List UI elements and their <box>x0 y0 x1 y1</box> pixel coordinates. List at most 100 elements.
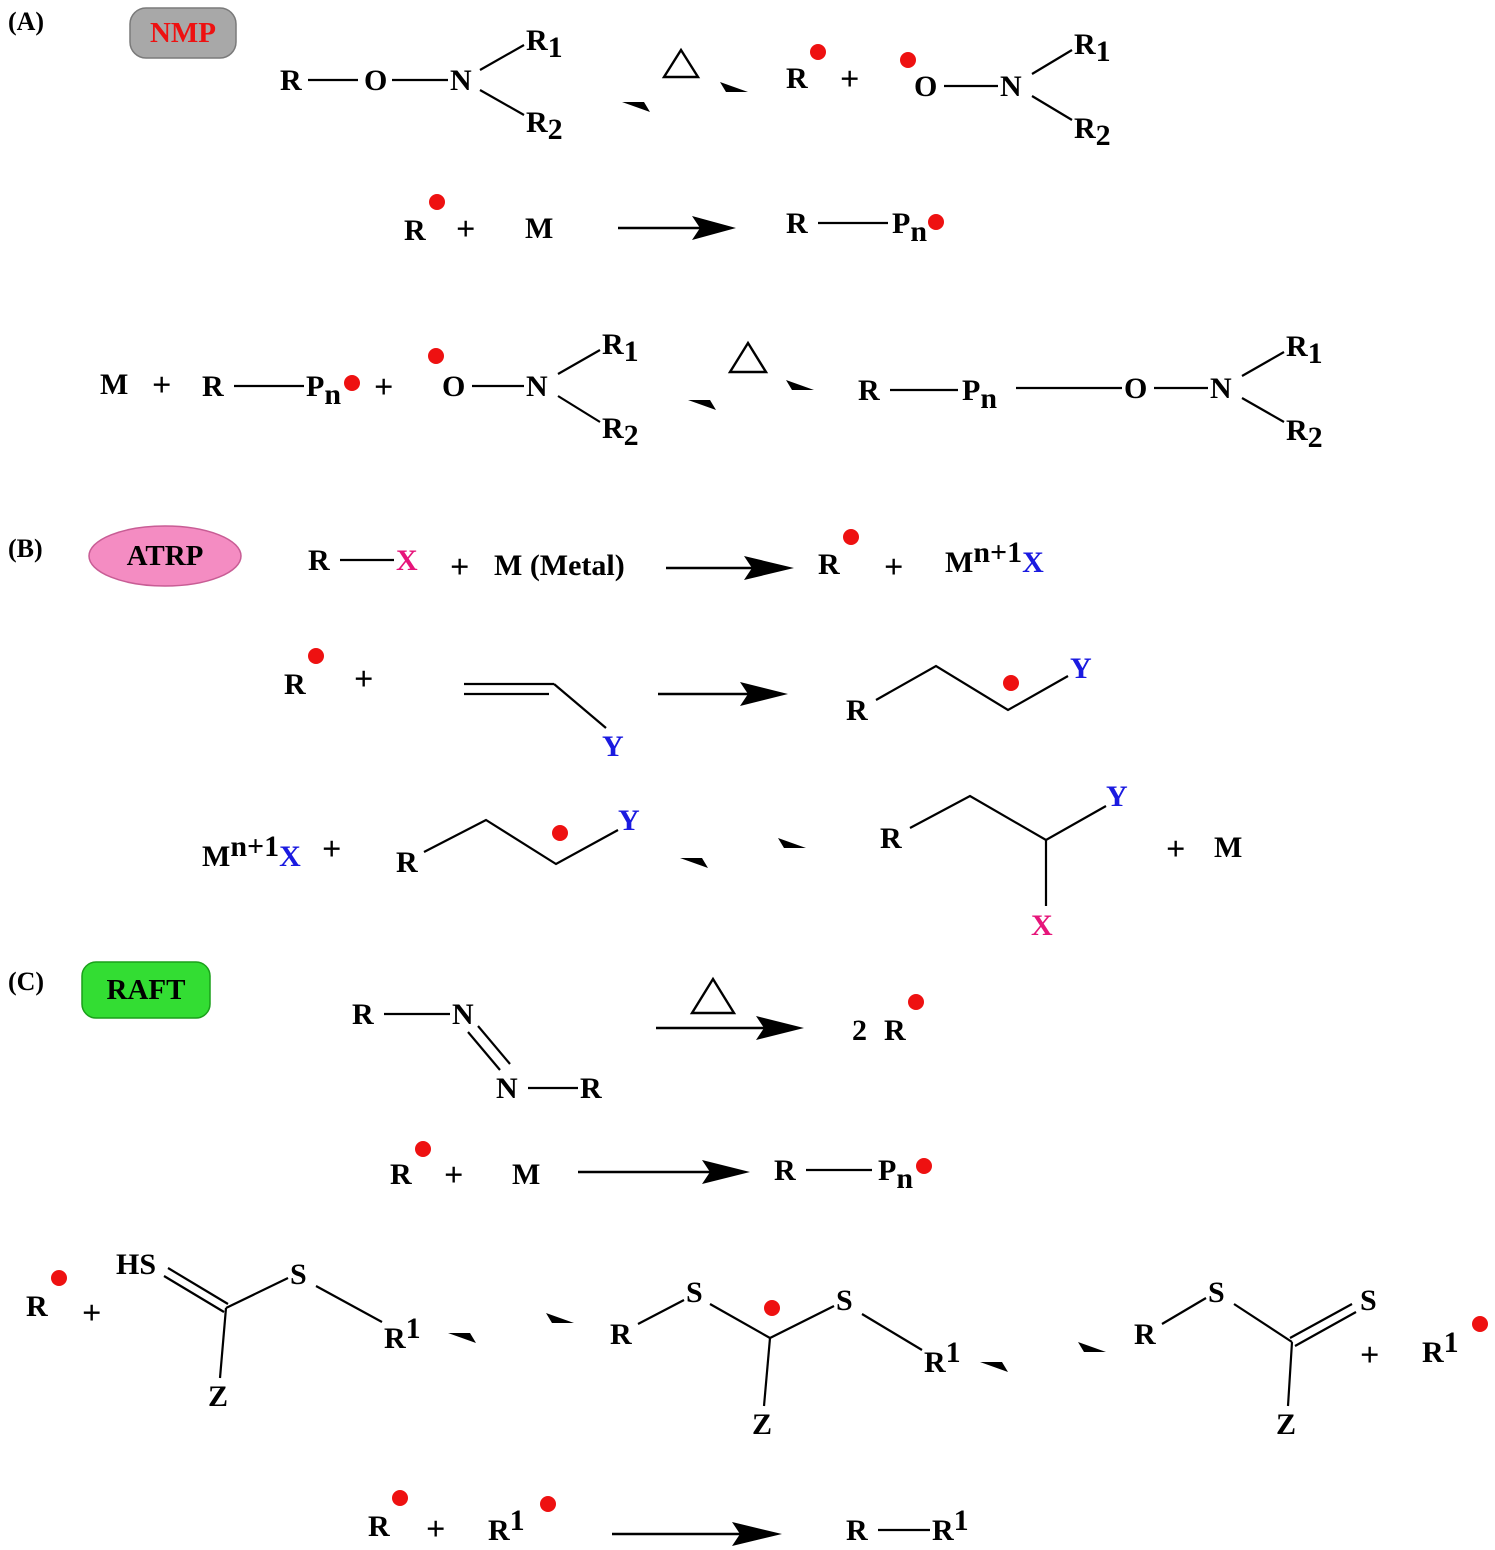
bond <box>909 794 1107 842</box>
nmp-badge <box>129 7 237 59</box>
atom-r2: R2 <box>526 106 563 146</box>
atom-n: N <box>526 370 548 403</box>
atom-x: X <box>396 544 418 577</box>
atom-pn: Pn <box>962 374 997 415</box>
atom-r1: R1 <box>1422 1326 1459 1369</box>
bond <box>225 1277 289 1309</box>
plus-sign: + <box>1360 1337 1379 1374</box>
plus-sign: + <box>322 831 341 868</box>
radical-dot-icon <box>344 375 360 391</box>
atom-s: S <box>836 1284 853 1317</box>
metal-oxidized: Mn+1X <box>945 536 1044 579</box>
nmp-badge-label: NMP <box>150 17 216 49</box>
atom-s: S <box>686 1276 703 1309</box>
atom-r1: R1 <box>384 1312 421 1355</box>
atom-z: Z <box>1276 1408 1296 1441</box>
atrp-badge-label: ATRP <box>127 540 204 572</box>
atom-r1: R1 <box>526 24 563 64</box>
raft-equation-4: R + R1 R R1 <box>368 1490 969 1548</box>
bond <box>1286 1341 1294 1407</box>
atom-m: M <box>525 212 553 245</box>
atrp-equation-3: Mn+1X + R Y R Y X + M <box>202 780 1242 942</box>
atom-r: R <box>352 998 374 1031</box>
atom-z: Z <box>208 1380 228 1413</box>
bond <box>557 395 601 423</box>
atom-r: R <box>846 1514 868 1547</box>
heat-icon <box>689 976 737 1015</box>
bond <box>479 89 525 116</box>
plus-sign: + <box>840 61 859 98</box>
radical-dot-icon <box>900 52 916 68</box>
atom-r: R <box>26 1290 48 1323</box>
atom-s: S <box>1360 1284 1377 1317</box>
bond <box>861 1313 923 1351</box>
atom-n: N <box>1000 70 1022 103</box>
radical-dot-icon <box>908 994 924 1010</box>
bond <box>875 664 1069 712</box>
atom-r: R <box>884 1014 906 1047</box>
bond <box>1031 95 1073 121</box>
atom-y: Y <box>1106 780 1128 813</box>
atom-y: Y <box>1070 652 1092 685</box>
radical-dot-icon <box>843 529 859 545</box>
radical-dot-icon <box>428 348 444 364</box>
plus-sign: + <box>374 369 393 406</box>
atom-n: N <box>1210 372 1232 405</box>
atrp-badge <box>88 525 242 587</box>
atom-pn: Pn <box>892 207 927 248</box>
radical-dot-icon <box>51 1270 67 1286</box>
atom-r: R <box>308 544 330 577</box>
radical-dot-icon <box>1003 675 1019 691</box>
plus-sign: + <box>152 367 171 404</box>
radical-dot-icon <box>916 1158 932 1174</box>
radical-dot-icon <box>415 1141 431 1157</box>
atom-y: Y <box>618 804 640 837</box>
atom-r: R <box>786 207 808 240</box>
atom-n: N <box>452 998 474 1031</box>
plus-sign: + <box>444 1157 463 1194</box>
atom-r: R <box>858 374 880 407</box>
atom-r1: R1 <box>1286 330 1323 370</box>
double-bond <box>467 1031 501 1071</box>
atom-r1: R1 <box>924 1336 961 1379</box>
nmp-equation-1: R O N R1 R2 R + O N R1 R2 <box>280 24 1111 152</box>
atom-r: R <box>580 1072 602 1105</box>
section-label-b: (B) <box>8 534 43 563</box>
atom-hs: HS <box>116 1248 156 1281</box>
atom-s: S <box>290 1258 307 1291</box>
atom-r: R <box>774 1154 796 1187</box>
equilibrium-arrow-icon <box>688 380 814 410</box>
atom-r: R <box>1134 1318 1156 1351</box>
atom-r: R <box>880 822 902 855</box>
atom-r2: R2 <box>602 412 639 452</box>
bond <box>1233 1303 1293 1343</box>
atom-r: R <box>368 1510 390 1543</box>
atom-o: O <box>914 70 937 103</box>
radical-dot-icon <box>429 194 445 210</box>
plus-sign: + <box>1166 831 1185 868</box>
bond <box>1241 397 1285 423</box>
arrow-head <box>740 682 788 706</box>
equilibrium-arrow-icon <box>680 838 806 868</box>
atom-r2: R2 <box>1286 414 1323 454</box>
bond <box>1241 351 1285 377</box>
raft-equation-2: R + M R Pn <box>390 1141 932 1195</box>
plus-sign: + <box>456 211 475 248</box>
arrow-head <box>732 1522 782 1546</box>
atom-r: R <box>202 370 224 403</box>
atom-r: R <box>284 668 306 701</box>
atrp-equation-2: R + Y R Y <box>284 648 1092 763</box>
atom-r: R <box>280 64 302 97</box>
raft-equation-1: R N N R 2 R <box>352 976 924 1105</box>
double-bond <box>163 1275 225 1313</box>
atom-pn: Pn <box>878 1154 913 1195</box>
atom-r: R <box>390 1158 412 1191</box>
radical-dot-icon <box>540 1496 556 1512</box>
equilibrium-arrow-icon <box>622 82 748 112</box>
bond <box>423 818 619 866</box>
double-bond <box>1289 1303 1353 1339</box>
atom-z: Z <box>752 1408 772 1441</box>
raft-equation-3: R + HS S R1 Z R S S R1 Z R <box>26 1248 1488 1441</box>
section-c-raft: (C) RAFT R N N R 2 R R + M <box>8 961 1488 1548</box>
